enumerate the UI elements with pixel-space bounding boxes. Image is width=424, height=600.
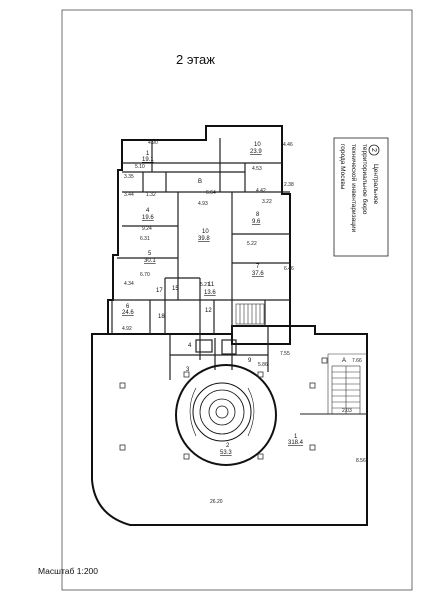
dim-label: 2.03 [342,408,352,414]
round-hall [175,364,277,466]
dim-label: 4.92 [122,326,132,332]
dimension-labels: 4.90 5.10 3.35 3.44 1.32 9.24 6.31 6.70 … [122,140,366,505]
room-area: 24.6 [122,310,134,316]
room-area: 9.6 [252,219,261,225]
room-number: 9 [248,358,252,364]
room-number: 10 [254,142,261,148]
dim-label: 26.20 [210,499,223,505]
dim-label: 5.86 [258,362,268,368]
dim-label: 6.31 [140,236,150,242]
room-area: 39.8 [198,236,210,242]
room-number: 1 [146,151,150,157]
room-area: 13.6 [204,290,216,296]
page-title: 2 этаж [176,52,215,67]
room-number: 15 [172,286,179,292]
room-area: 19.1 [142,157,154,163]
stamp-line: Центральное [372,164,379,205]
dim-label: 3.35 [124,174,134,180]
dim-label: 6.64 [206,190,216,196]
dim-label: 8.56 [356,458,366,464]
stamp-line: территориальное бюро [361,144,369,215]
dim-label: 2.38 [284,182,294,188]
dim-label: 9.24 [142,226,152,232]
room-number: 18 [158,314,165,320]
dim-label: 3.22 [262,199,272,205]
lower-block-outline [91,325,368,526]
page-frame [61,9,413,591]
room-number: 11 [208,282,215,288]
dim-label: 5.21 [200,282,210,288]
room-number: 6 [126,304,130,310]
room-number: A [342,358,346,364]
room-number: 8 [256,212,260,218]
dim-label: 4.34 [124,281,134,287]
dim-label: 4.53 [252,166,262,172]
dim-label: 7.55 [280,351,290,357]
room-number: 17 [156,288,163,294]
room-number: 10 [202,229,209,235]
upper-block-outline [107,125,291,335]
stamp-line: города Москвы [339,144,346,190]
dim-label: 1.32 [146,192,156,198]
room-labels: 1 318.4 2 53.3 3 4 5 30.1 6 24.6 7 37.6 … [122,142,346,456]
stairs-upper [235,303,265,325]
dim-label: 4.90 [148,140,158,146]
room-number: 2 [226,443,230,449]
dim-label: 5.22 [247,241,257,247]
bti-stamp: 2 Центральное территориальное бюро техни… [333,137,389,257]
dim-label: 7.66 [352,358,362,364]
room-area: 318.4 [288,440,304,446]
room-number: 4 [146,208,150,214]
room-area: 19.6 [142,215,154,221]
stamp-line: технической инвентаризации [350,144,358,233]
room-number: 4 [188,343,192,349]
room-number: B [198,179,202,185]
room-area: 37.6 [252,271,264,277]
stairs-right [327,353,367,415]
dim-label: 5.10 [135,164,145,170]
room-area: 53.3 [220,450,232,456]
dim-label: 4.93 [198,201,208,207]
room-area: 30.1 [144,258,156,264]
dim-label: 6.46 [284,266,294,272]
room-number: 1 [294,434,298,440]
room-area: 23.9 [250,149,262,155]
columns [119,357,328,460]
stamp-number: 2 [370,148,377,152]
interior-walls [111,138,290,334]
lower-interior-walls [169,326,269,380]
room-number: 3 [186,367,190,373]
dim-label: 4.42 [256,188,266,194]
room-number: 12 [205,308,212,314]
dim-label: 4.46 [283,142,293,148]
dim-label: 6.70 [140,272,150,278]
scale-label: Масштаб 1:200 [38,566,98,576]
room-number: 7 [256,264,260,270]
room-number: 5 [148,251,152,257]
dim-label: 3.44 [124,192,134,198]
